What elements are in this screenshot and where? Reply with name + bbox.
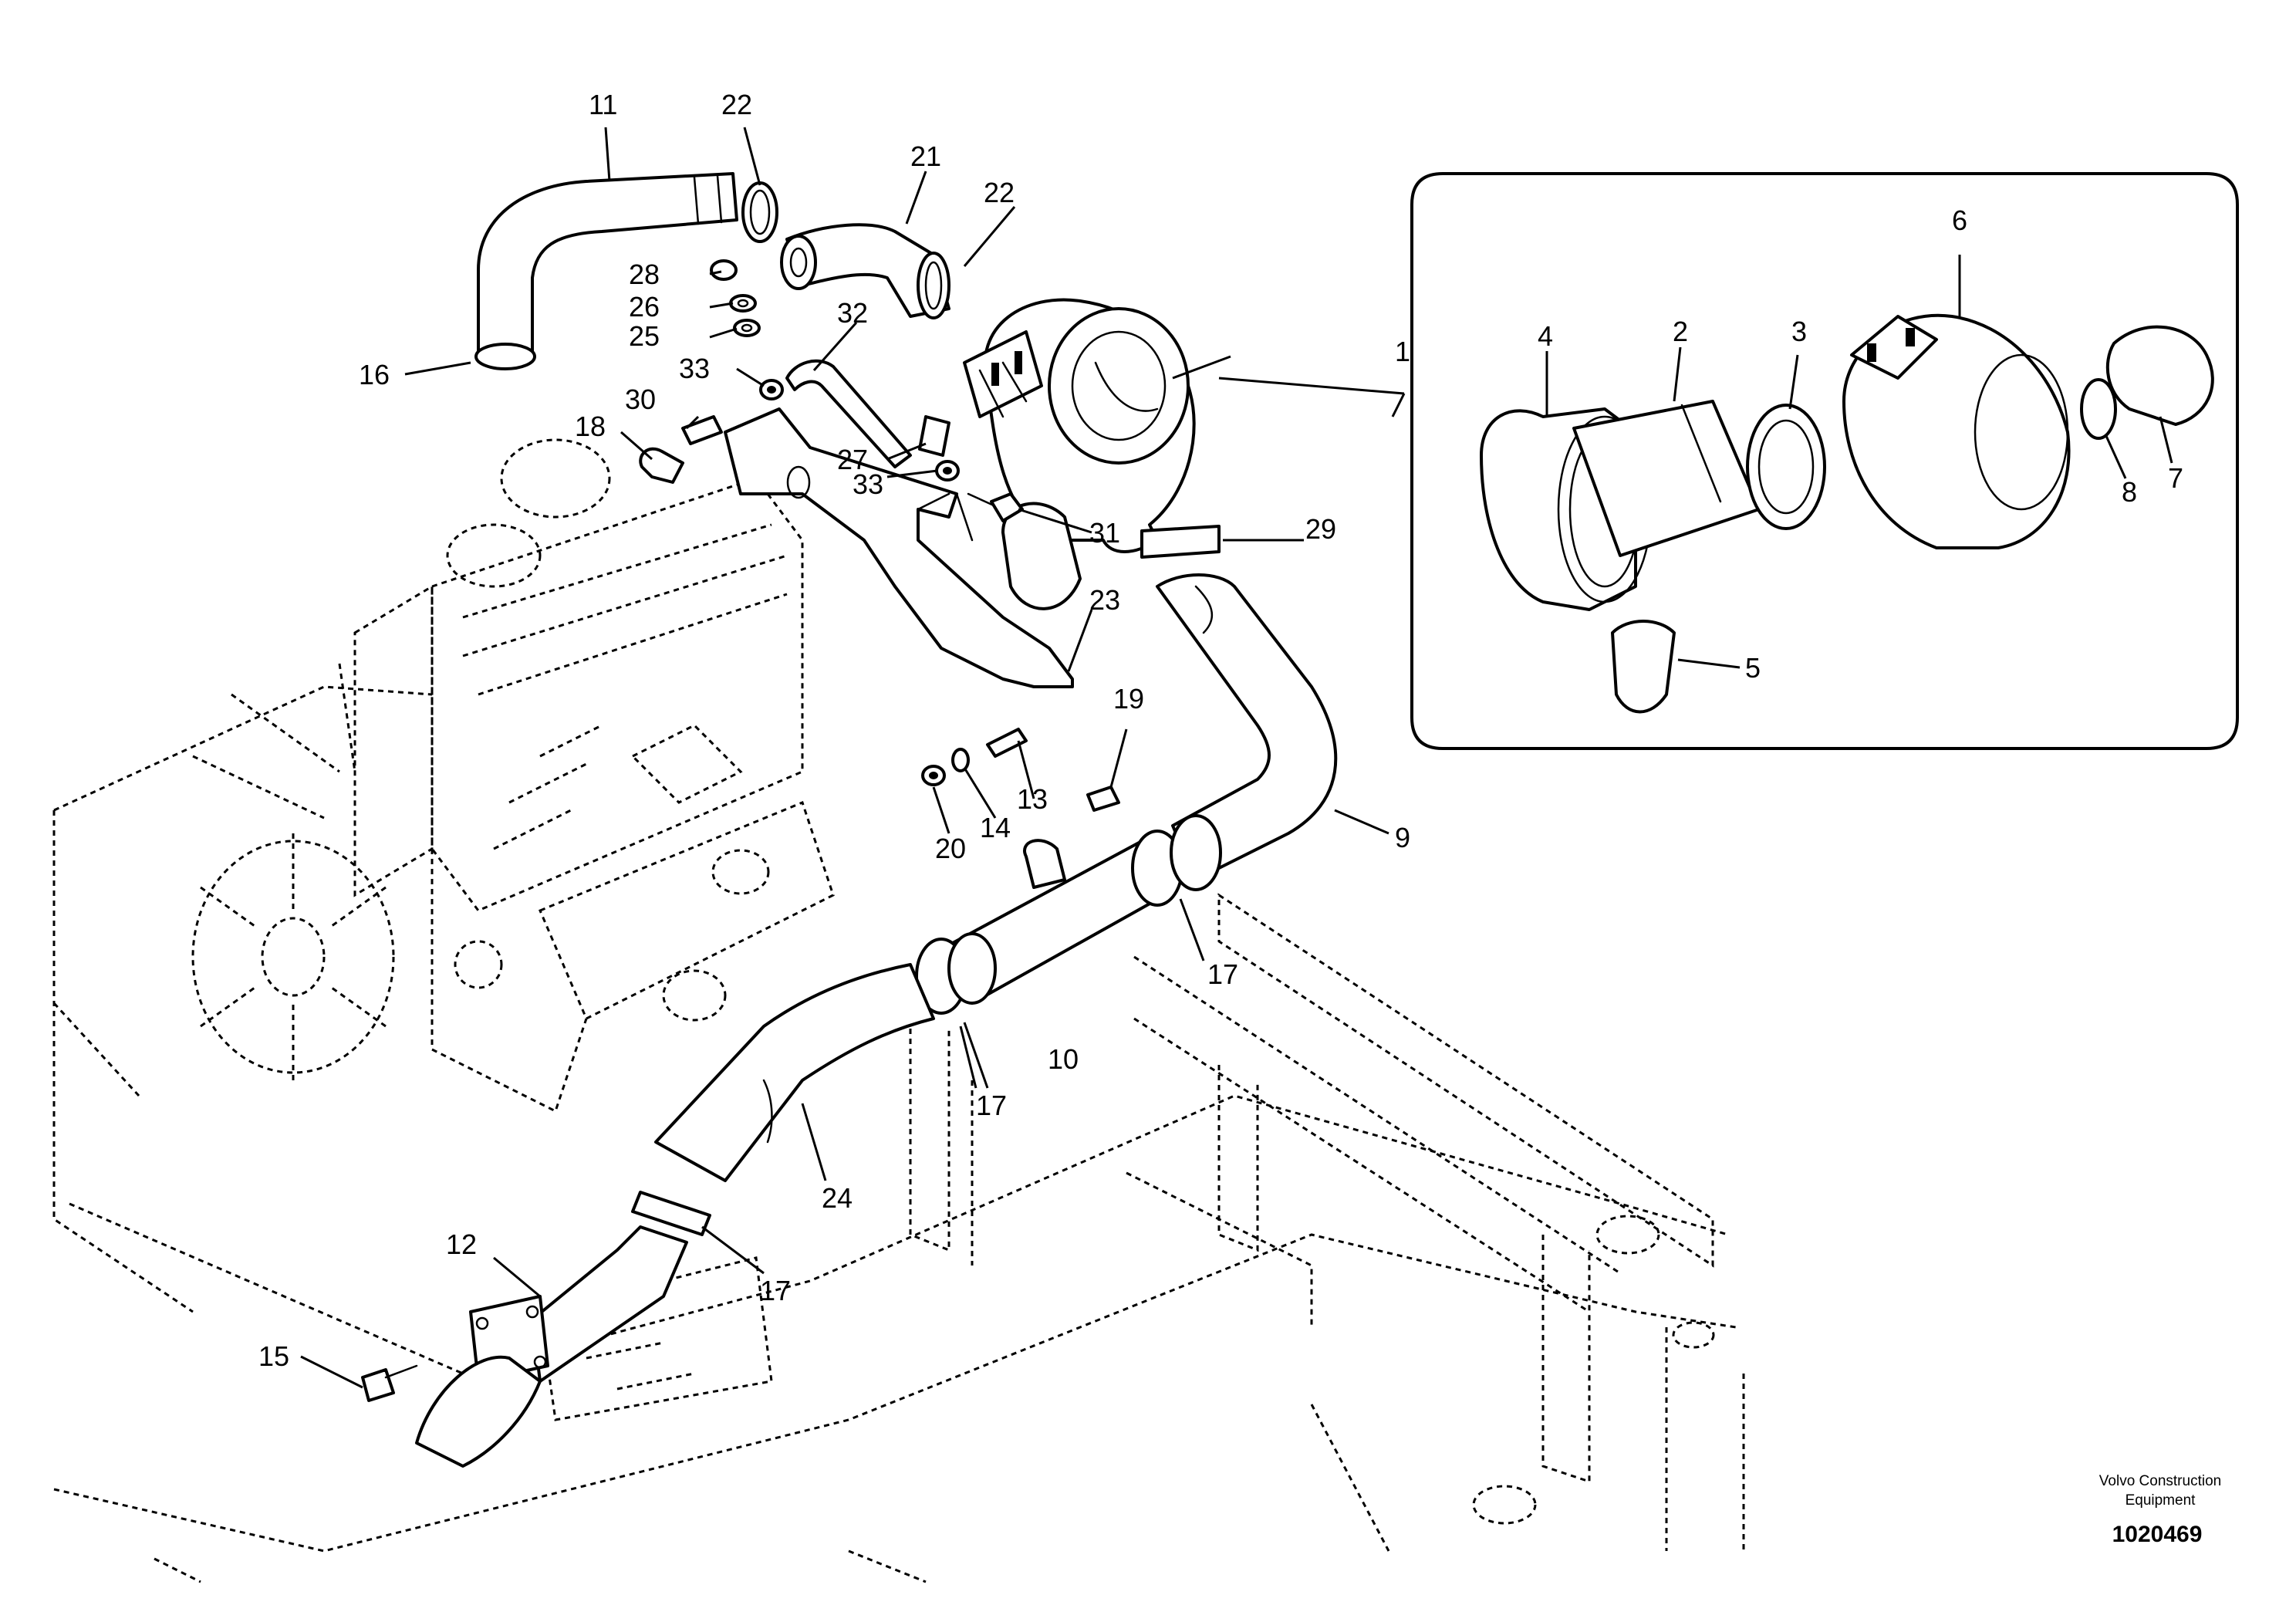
footer-branding: Volvo Construction Equipment 1020469 [2099,1473,2221,1547]
callout-32: 32 [837,297,868,329]
callout-21: 21 [910,140,941,172]
callout-28: 28 [629,259,660,290]
breather-pipe-32[interactable] [785,359,912,468]
callout-7: 7 [2168,462,2183,494]
air-cleaner-assembly[interactable] [963,298,1196,610]
filter-element-2[interactable] [1572,400,1761,557]
callout-33-lower: 33 [853,468,883,500]
exploded-view-inset [1410,172,2239,750]
clamp-8[interactable] [2080,378,2117,440]
rain-cap-7[interactable] [2105,325,2214,426]
callout-6: 6 [1952,204,1967,236]
callout-17-upper: 17 [1207,958,1238,990]
brand-line-1: Volvo Construction [2099,1473,2221,1489]
callout-17-lower: 17 [760,1275,791,1306]
callout-13: 13 [1017,783,1048,815]
callout-12: 12 [446,1228,477,1260]
hose-clamp-17-lower[interactable] [631,1191,711,1236]
hose-clamp-22[interactable] [741,181,950,319]
callout-31: 31 [1089,517,1120,549]
callout-33-upper: 33 [679,353,710,384]
callout-1: 1 [1395,336,1410,367]
callout-22-right: 22 [984,177,1015,208]
intake-hose-24[interactable] [654,963,935,1182]
engine-block [191,438,835,1113]
callout-20: 20 [935,833,966,864]
intake-pipe-12[interactable] [415,1225,688,1468]
callout-26: 26 [629,291,660,323]
hose-clamp-29[interactable] [1140,525,1221,559]
callout-19: 19 [1113,683,1144,715]
callout-10: 10 [1048,1043,1079,1075]
leader-lines [300,127,2173,1389]
callout-3: 3 [1791,316,1807,347]
callout-11: 11 [589,89,617,120]
document-number: 1020469 [2112,1522,2203,1547]
intake-hose-9[interactable] [1156,573,1338,881]
chassis-frame-outline [52,685,1745,1583]
intake-pipe-10[interactable] [915,814,1222,1015]
intake-hose-21[interactable] [780,223,950,318]
callout-25: 25 [629,320,660,352]
vacuator-valve-5[interactable] [1611,620,1676,714]
callout-16: 16 [359,359,390,390]
brand-line-2: Equipment [2125,1492,2196,1509]
callout-17-middle: 17 [976,1090,1007,1121]
callout-5: 5 [1745,652,1761,684]
intake-hose-11[interactable] [474,172,738,370]
mounting-bolt-15[interactable] [361,1364,418,1402]
callout-27: 27 [837,444,868,475]
callout-4: 4 [1538,320,1553,352]
callout-14: 14 [980,812,1011,843]
mounting-bracket[interactable] [724,407,1074,688]
callout-29: 29 [1305,513,1336,545]
callout-23: 23 [1089,584,1120,616]
safety-element-3[interactable] [1746,404,1826,530]
callout-18: 18 [575,411,606,442]
callout-2: 2 [1673,316,1688,347]
callout-15: 15 [258,1340,289,1372]
callout-9: 9 [1395,822,1410,853]
callout-24: 24 [822,1182,853,1214]
callout-30: 30 [625,384,656,415]
bracket-hardware[interactable] [921,728,1120,812]
callout-8: 8 [2122,476,2137,508]
callout-labels: 1 2 3 4 5 6 7 8 9 10 11 12 13 14 15 16 1… [258,89,2183,1372]
callout-22-left: 22 [721,89,752,120]
air-cleaner-body-6[interactable] [1842,313,2071,549]
